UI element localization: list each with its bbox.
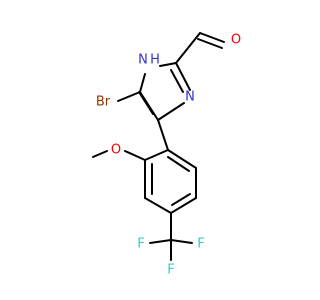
aldehyde-oxygen-label: O [231, 33, 241, 48]
bond-c4-phenyl [157, 119, 169, 151]
bromine-label: Br [96, 95, 111, 110]
bond-ph2-o [124, 150, 146, 161]
bond-o-ch3 [92, 150, 108, 158]
bond-ph4-ph5-inner [171, 193, 191, 206]
atom-labels: H N N Br O O F F F [96, 33, 241, 278]
bond-c2-n3 [175, 62, 191, 91]
bond-c5-br [117, 91, 141, 102]
bond-c2-cho [175, 32, 201, 64]
imidazole-nitrogen-label: N [185, 90, 195, 105]
methoxy-oxygen-label: O [111, 143, 121, 158]
bond-cho-o-double [199, 32, 225, 43]
bond-ph3-ph4 [144, 197, 172, 214]
bond-cf3-f-left [149, 239, 172, 244]
nh-nitrogen-label: N [138, 53, 148, 68]
bonds [92, 32, 225, 261]
molecule-structure: H N N Br O O F F F [92, 32, 241, 278]
bond-n3-c4 [157, 102, 185, 121]
bond-c2-n3-inner [170, 69, 184, 93]
fluorine-left-label: F [137, 237, 144, 252]
bond-cf3-f-right [170, 239, 193, 244]
bond-ph6-ph1 [167, 149, 197, 169]
nh-hydrogen-label: H [150, 53, 160, 68]
bond-c4-c5-inner [138, 91, 154, 115]
fluorine-bottom-label: F [167, 263, 174, 278]
bond-c5-n1 [139, 73, 146, 93]
bond-nh-c2 [159, 62, 177, 67]
bond-cho-o-double-2 [197, 38, 223, 49]
bond-ph6-ph1-inner [167, 156, 190, 172]
fluorine-right-label: F [197, 237, 204, 252]
bond-ph1-ph2 [144, 149, 169, 161]
bond-ph4-ph5 [170, 197, 197, 214]
